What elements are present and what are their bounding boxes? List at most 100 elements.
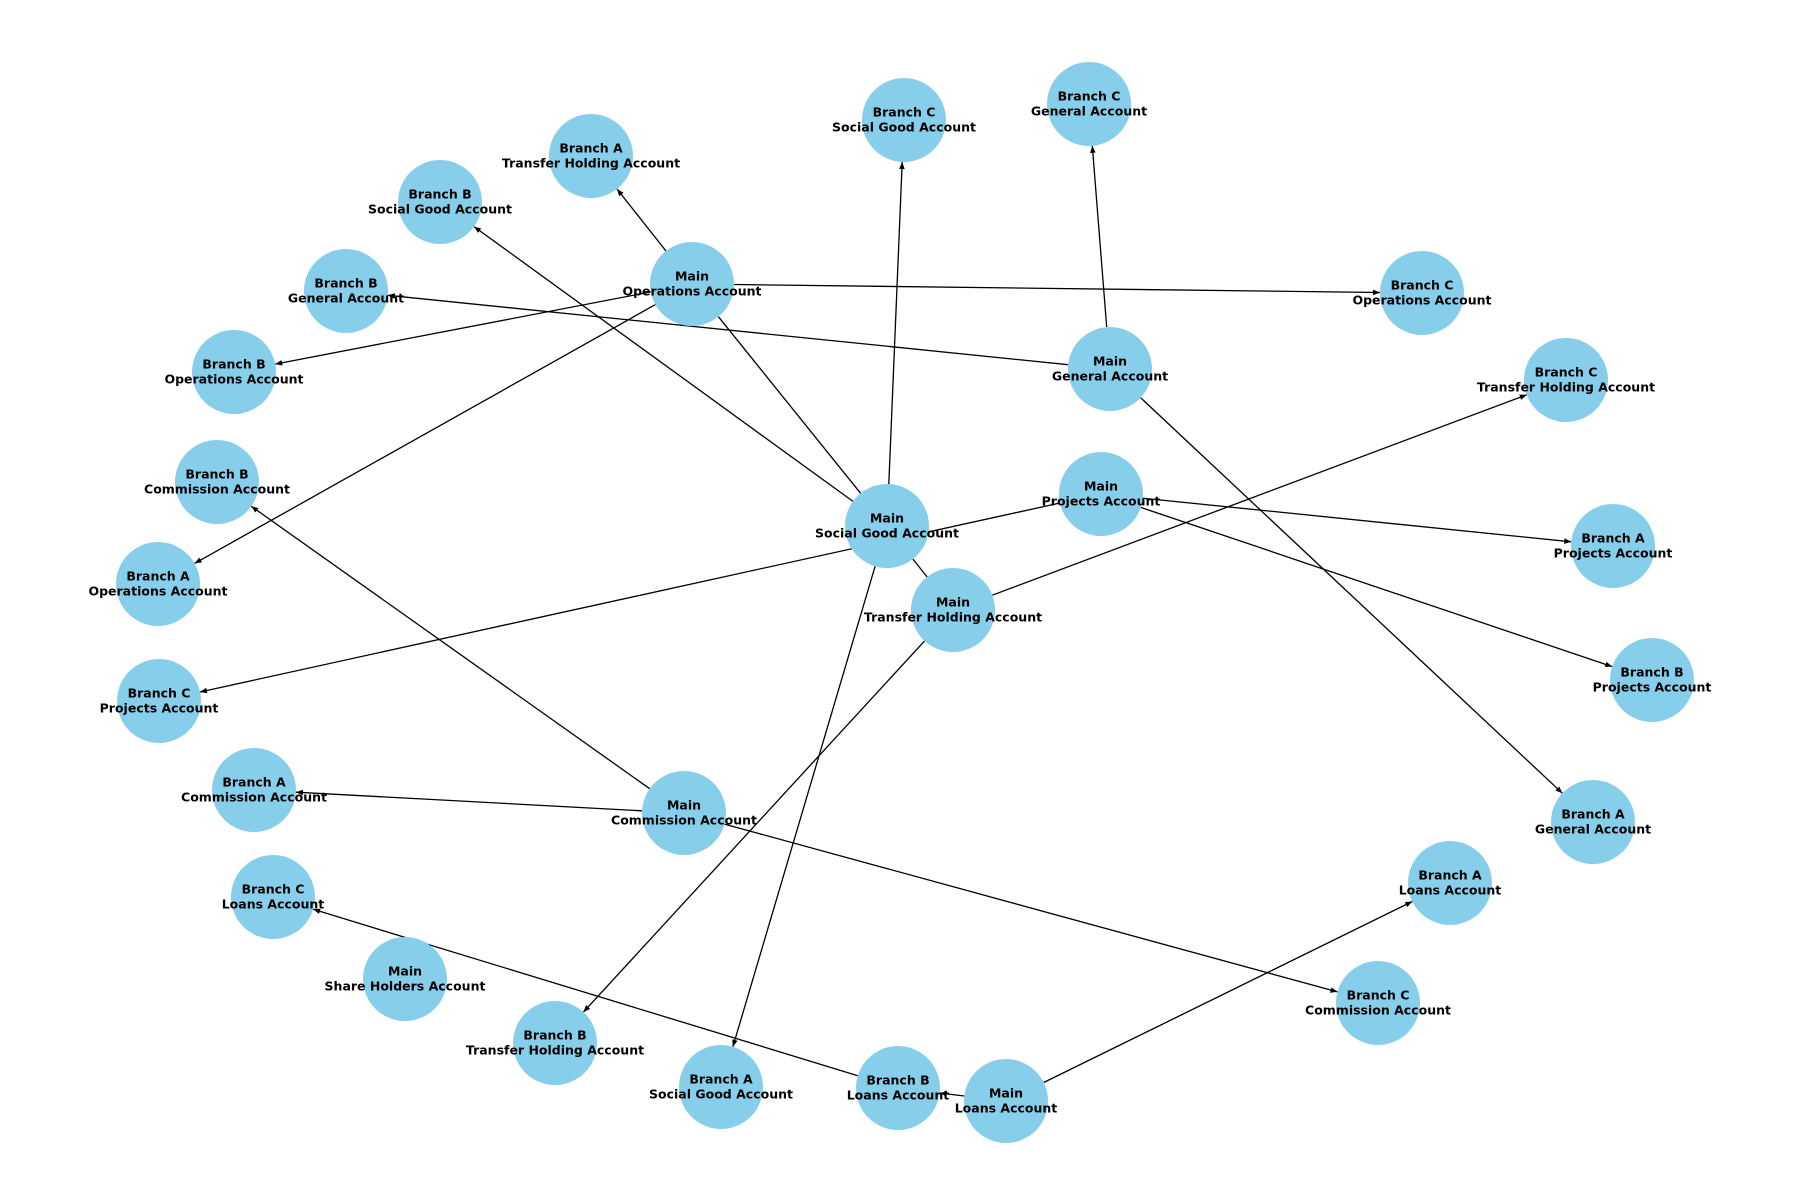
node-label-line: General Account — [288, 291, 404, 306]
node-circle — [862, 78, 946, 162]
edge-main-general-to-c-general — [1090, 145, 1108, 328]
edge-main-commission-to-c-commission — [724, 823, 1338, 993]
node-circle — [650, 242, 734, 326]
node-label-line: Main — [667, 798, 701, 813]
edge-main-commission-to-a-commission — [295, 789, 643, 812]
node-circle — [192, 330, 276, 414]
node-circle — [513, 1001, 597, 1085]
node-circle — [116, 542, 200, 626]
node-label-line: Transfer Holding Account — [1477, 380, 1655, 395]
node-label-line: Share Holders Account — [325, 979, 486, 994]
node-label-line: Transfer Holding Account — [864, 610, 1042, 625]
node-label-line: Branch B — [202, 357, 265, 372]
node-label-line: Projects Account — [1042, 494, 1161, 509]
node-circle — [1524, 338, 1608, 422]
node-circle — [642, 771, 726, 855]
edge-main-social-to-a-social — [732, 566, 876, 1047]
edge-main-commission-to-b-commission — [250, 505, 651, 790]
node-circle — [964, 1059, 1048, 1143]
node-label-line: Main — [675, 269, 709, 284]
node-label-line: Projects Account — [1554, 546, 1673, 561]
edge-main-transfer-to-b-transfer — [582, 640, 926, 1013]
node-circle — [1380, 251, 1464, 335]
node-label-line: Main — [388, 964, 422, 979]
node-label-line: Transfer Holding Account — [502, 156, 680, 171]
node-label-line: Branch B — [866, 1073, 929, 1088]
node-label-line: Branch C — [873, 105, 936, 120]
node-label-line: Branch A — [1418, 868, 1482, 883]
edge-main-general-to-b-general — [387, 293, 1069, 366]
node-label-line: General Account — [1535, 822, 1651, 837]
node-label-line: Branch C — [1347, 988, 1410, 1003]
node-circle — [1059, 452, 1143, 536]
node-label-line: Main — [870, 511, 904, 526]
node-label-line: Branch B — [185, 467, 248, 482]
node-label-line: Operations Account — [88, 584, 227, 599]
node-label-line: Branch B — [408, 187, 471, 202]
node-label-line: Commission Account — [1305, 1003, 1451, 1018]
node-label-line: Operations Account — [622, 284, 761, 299]
node-circle — [1047, 62, 1131, 146]
node-label-line: Commission Account — [611, 813, 757, 828]
node-circle — [911, 568, 995, 652]
node-label-line: Operations Account — [164, 372, 303, 387]
node-circle — [175, 440, 259, 524]
node-circle — [1408, 841, 1492, 925]
node-label-line: Branch C — [242, 882, 305, 897]
node-circle — [398, 160, 482, 244]
edge-main-social-to-c-social — [888, 161, 905, 485]
node-label-line: Branch A — [1561, 807, 1625, 822]
node-label-line: Operations Account — [1352, 293, 1491, 308]
node-label-line: Social Good Account — [832, 120, 976, 135]
node-label-line: Branch B — [1620, 665, 1683, 680]
node-circle — [1551, 780, 1635, 864]
edge-main-social-to-main-transfer — [912, 558, 928, 578]
node-circle — [1610, 638, 1694, 722]
edge-main-loans-to-a-loans — [1043, 900, 1413, 1084]
node-circle — [679, 1045, 763, 1129]
